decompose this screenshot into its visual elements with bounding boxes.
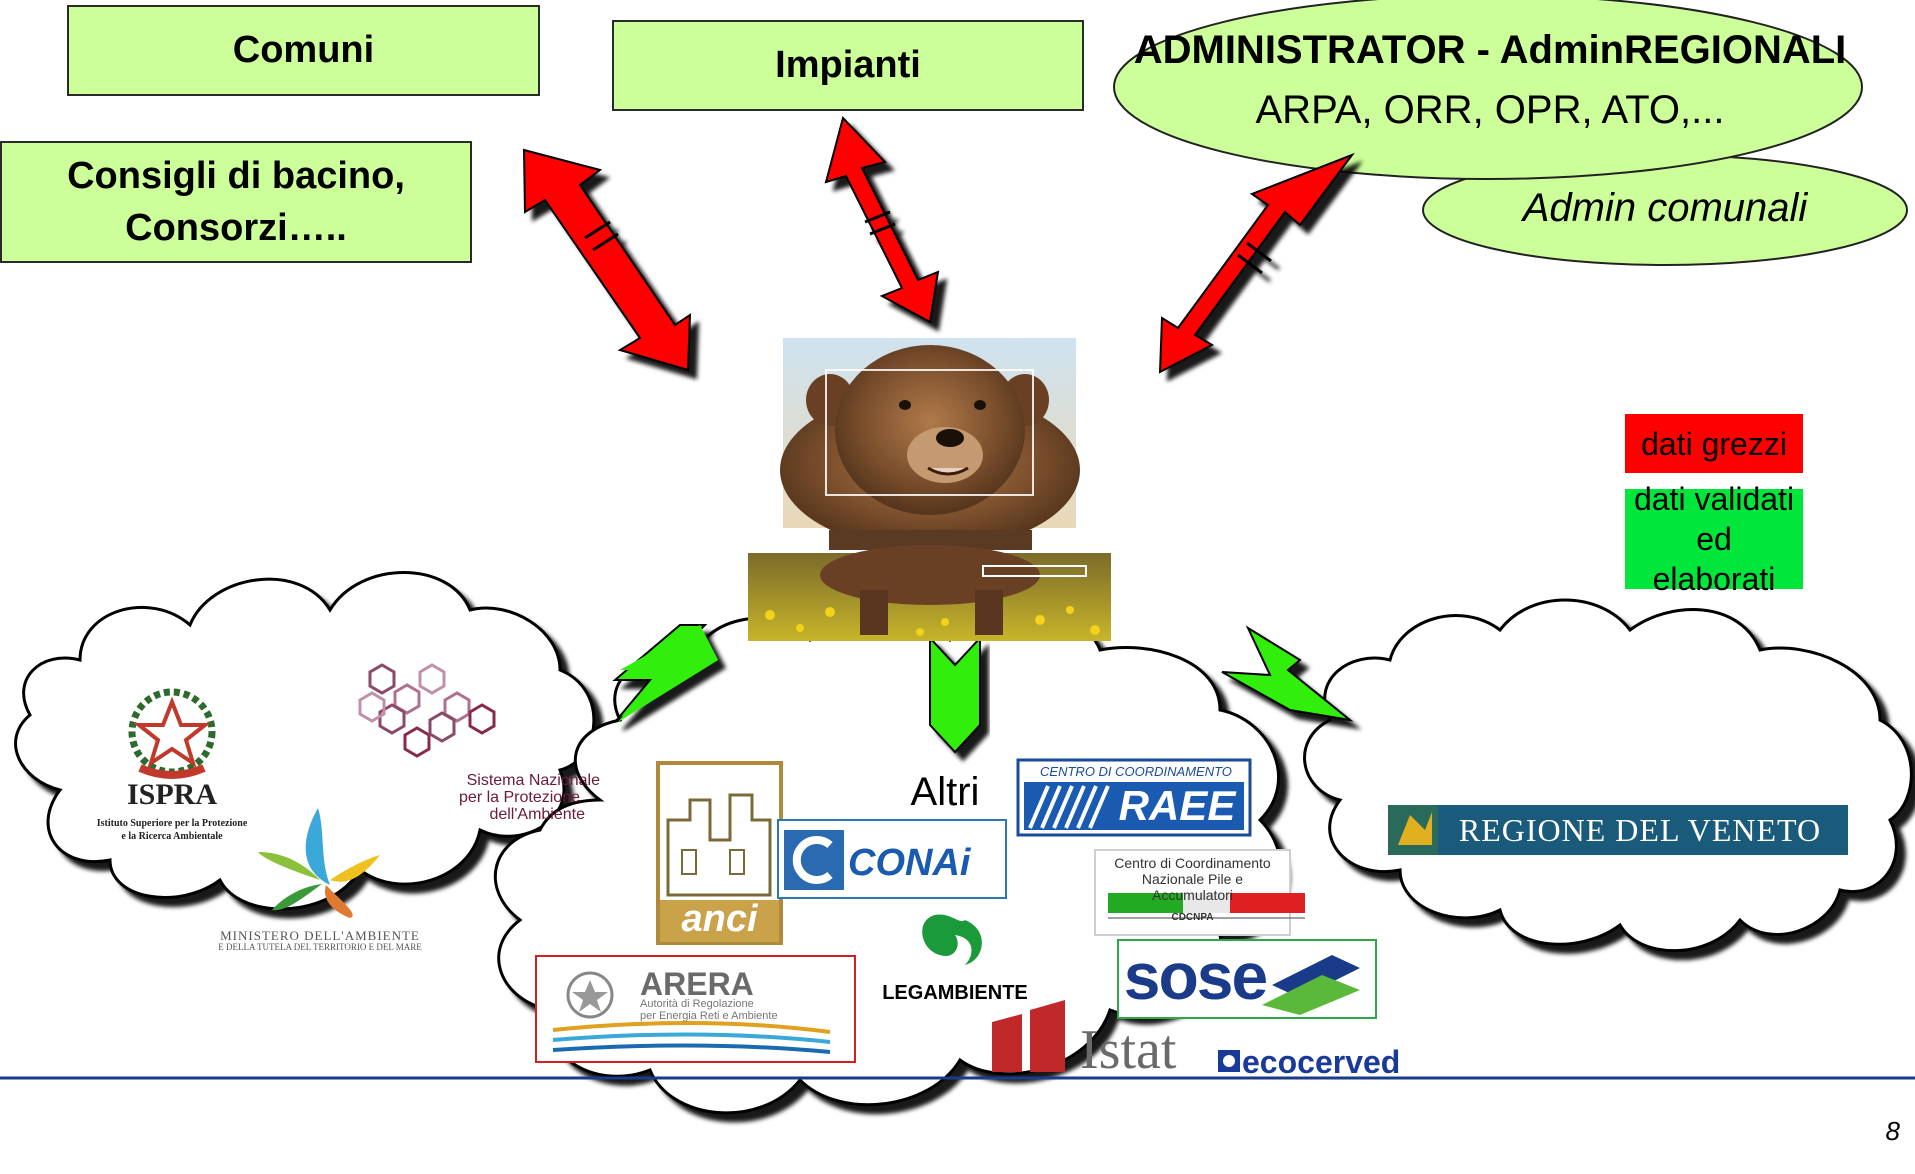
cloud-right bbox=[1303, 598, 1913, 953]
consigli-box: Consigli di bacino, Consorzi….. bbox=[0, 141, 472, 263]
comuni-box: Comuni bbox=[67, 5, 540, 96]
legambiente-label: LEGAMBIENTE bbox=[882, 982, 1028, 1004]
istat-label: Istat bbox=[1080, 1019, 1177, 1081]
snpa-hexagons-logo bbox=[358, 663, 496, 758]
ecocerved-label: ecocerved bbox=[1242, 1044, 1401, 1080]
raee-logo bbox=[1016, 758, 1252, 837]
admin-comunali-label: Admin comunali bbox=[1522, 186, 1808, 230]
cloud-left bbox=[14, 571, 596, 911]
legend-validated-line2: elaborati bbox=[1652, 561, 1776, 597]
raee-top-label: CENTRO DI COORDINAMENTO bbox=[1040, 764, 1232, 779]
italian-emblem-logo bbox=[128, 688, 216, 779]
sose-logo bbox=[1117, 939, 1377, 1019]
red-arrow-right bbox=[1158, 152, 1355, 374]
regione-veneto-logo bbox=[1388, 805, 1848, 855]
ministero-line1: MINISTERO DELL'AMBIENTE bbox=[220, 928, 420, 943]
legambiente-logo bbox=[922, 914, 982, 965]
cdcnpa-logo bbox=[1094, 849, 1305, 936]
bear-monitor-image bbox=[780, 338, 1080, 550]
conai-label: CONAi bbox=[848, 842, 971, 884]
admin-regionali-ellipse bbox=[1113, 0, 1863, 180]
conai-logo bbox=[777, 819, 1007, 899]
anci-label: anci bbox=[681, 898, 758, 940]
ecocerved-logo-mark bbox=[1218, 1050, 1240, 1072]
bear-monitor-stand bbox=[829, 530, 1032, 550]
snpa-line1: Sistema Nazionale bbox=[466, 772, 600, 789]
green-arrow-center bbox=[929, 635, 981, 754]
altri-label: Altri bbox=[910, 770, 980, 814]
green-arrow-left bbox=[612, 624, 718, 723]
ispra-name: ISPRA bbox=[126, 778, 217, 811]
green-arrow-right bbox=[1221, 625, 1354, 722]
impianti-label: Impianti bbox=[775, 44, 921, 86]
page-number: 8 bbox=[1885, 1116, 1900, 1146]
cdcnpa-line2: Nazionale Pile e Accumulatori bbox=[1141, 871, 1244, 903]
cdcnpa-line3: CDCNPA bbox=[1171, 912, 1214, 923]
admin-regionali-title: ADMINISTRATOR - AdminREGIONALI bbox=[1133, 28, 1847, 72]
ministero-line2: E DELLA TUTELA DEL TERRITORIO E DEL MARE bbox=[218, 942, 422, 952]
ispra-subtitle-1: Istituto Superiore per la Protezione bbox=[96, 818, 248, 829]
red-arrow-center bbox=[824, 116, 940, 324]
consigli-line2: Consorzi….. bbox=[125, 207, 347, 249]
legend-raw-data: dati grezzi bbox=[1625, 414, 1803, 473]
istat-logo bbox=[992, 1000, 1065, 1072]
ministero-ambiente-logo bbox=[258, 808, 380, 918]
legend-raw-label: dati grezzi bbox=[1641, 425, 1787, 462]
snpa-line3: dell'Ambiente bbox=[489, 806, 585, 823]
impianti-box: Impianti bbox=[612, 20, 1084, 111]
snpa-line2: per la Protezione bbox=[459, 789, 580, 806]
raee-label: RAEE bbox=[1118, 782, 1236, 829]
sose-label: sose bbox=[1123, 939, 1268, 1013]
arera-logo bbox=[535, 955, 856, 1063]
consigli-line1: Consigli di bacino, bbox=[67, 155, 405, 197]
red-arrow-left bbox=[522, 148, 692, 372]
ispra-subtitle-2: e la Ricerca Ambientale bbox=[121, 831, 223, 842]
arera-subtitle-2: per Energia Reti e Ambiente bbox=[640, 1010, 778, 1022]
legend-validated-data: dati validati ed elaborati bbox=[1625, 481, 1803, 597]
cdcnpa-line1: Centro di Coordinamento bbox=[1114, 855, 1271, 871]
comuni-label: Comuni bbox=[232, 29, 375, 71]
admin-regionali-subtitle: ARPA, ORR, OPR, ATO,... bbox=[1255, 88, 1725, 132]
arera-subtitle-1: Autorità di Regolazione bbox=[640, 998, 754, 1010]
regione-veneto-label: REGIONE DEL VENETO bbox=[1458, 812, 1822, 848]
arera-label: ARERA bbox=[640, 966, 754, 1002]
bear-keyboard-image bbox=[748, 545, 1111, 641]
legend-validated-line1: dati validati ed bbox=[1633, 481, 1795, 557]
